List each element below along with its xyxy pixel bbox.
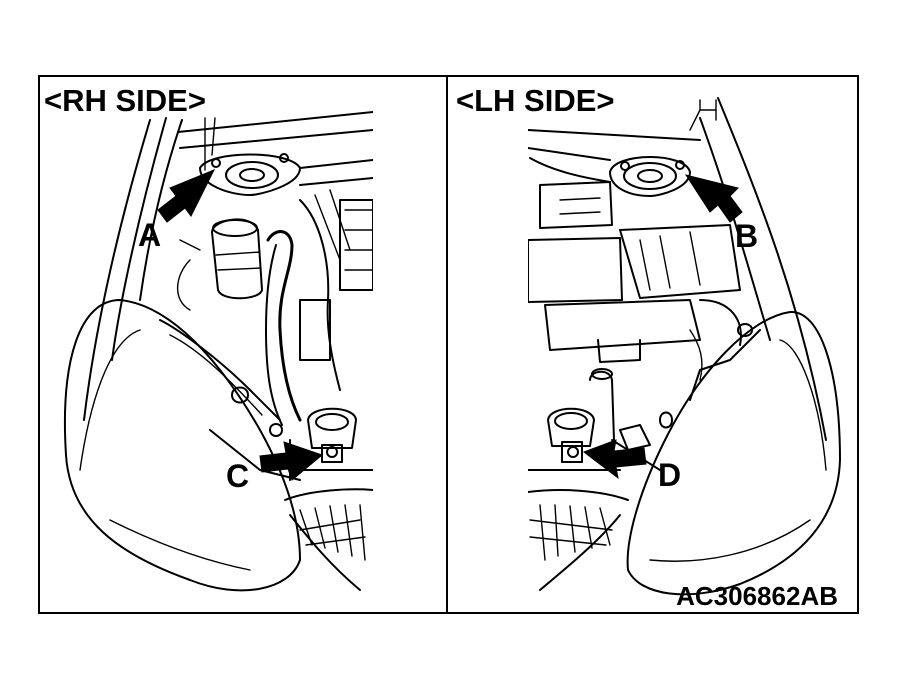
callout-a: A <box>138 217 161 253</box>
arrow-a <box>157 169 216 223</box>
rh-engine-bay-drawing <box>63 111 373 592</box>
figure-frame <box>38 75 859 614</box>
figure-id: AC306862AB <box>676 581 838 611</box>
callout-c: C <box>226 458 249 494</box>
arrow-d <box>582 439 647 480</box>
callout-b: B <box>735 218 758 254</box>
arrow-b <box>684 174 743 223</box>
callout-d: D <box>658 457 681 493</box>
arrow-c <box>259 441 324 481</box>
lh-side-title: <LH SIDE> <box>456 83 615 118</box>
lh-engine-bay-drawing <box>528 97 841 596</box>
rh-side-title: <RH SIDE> <box>44 83 206 118</box>
